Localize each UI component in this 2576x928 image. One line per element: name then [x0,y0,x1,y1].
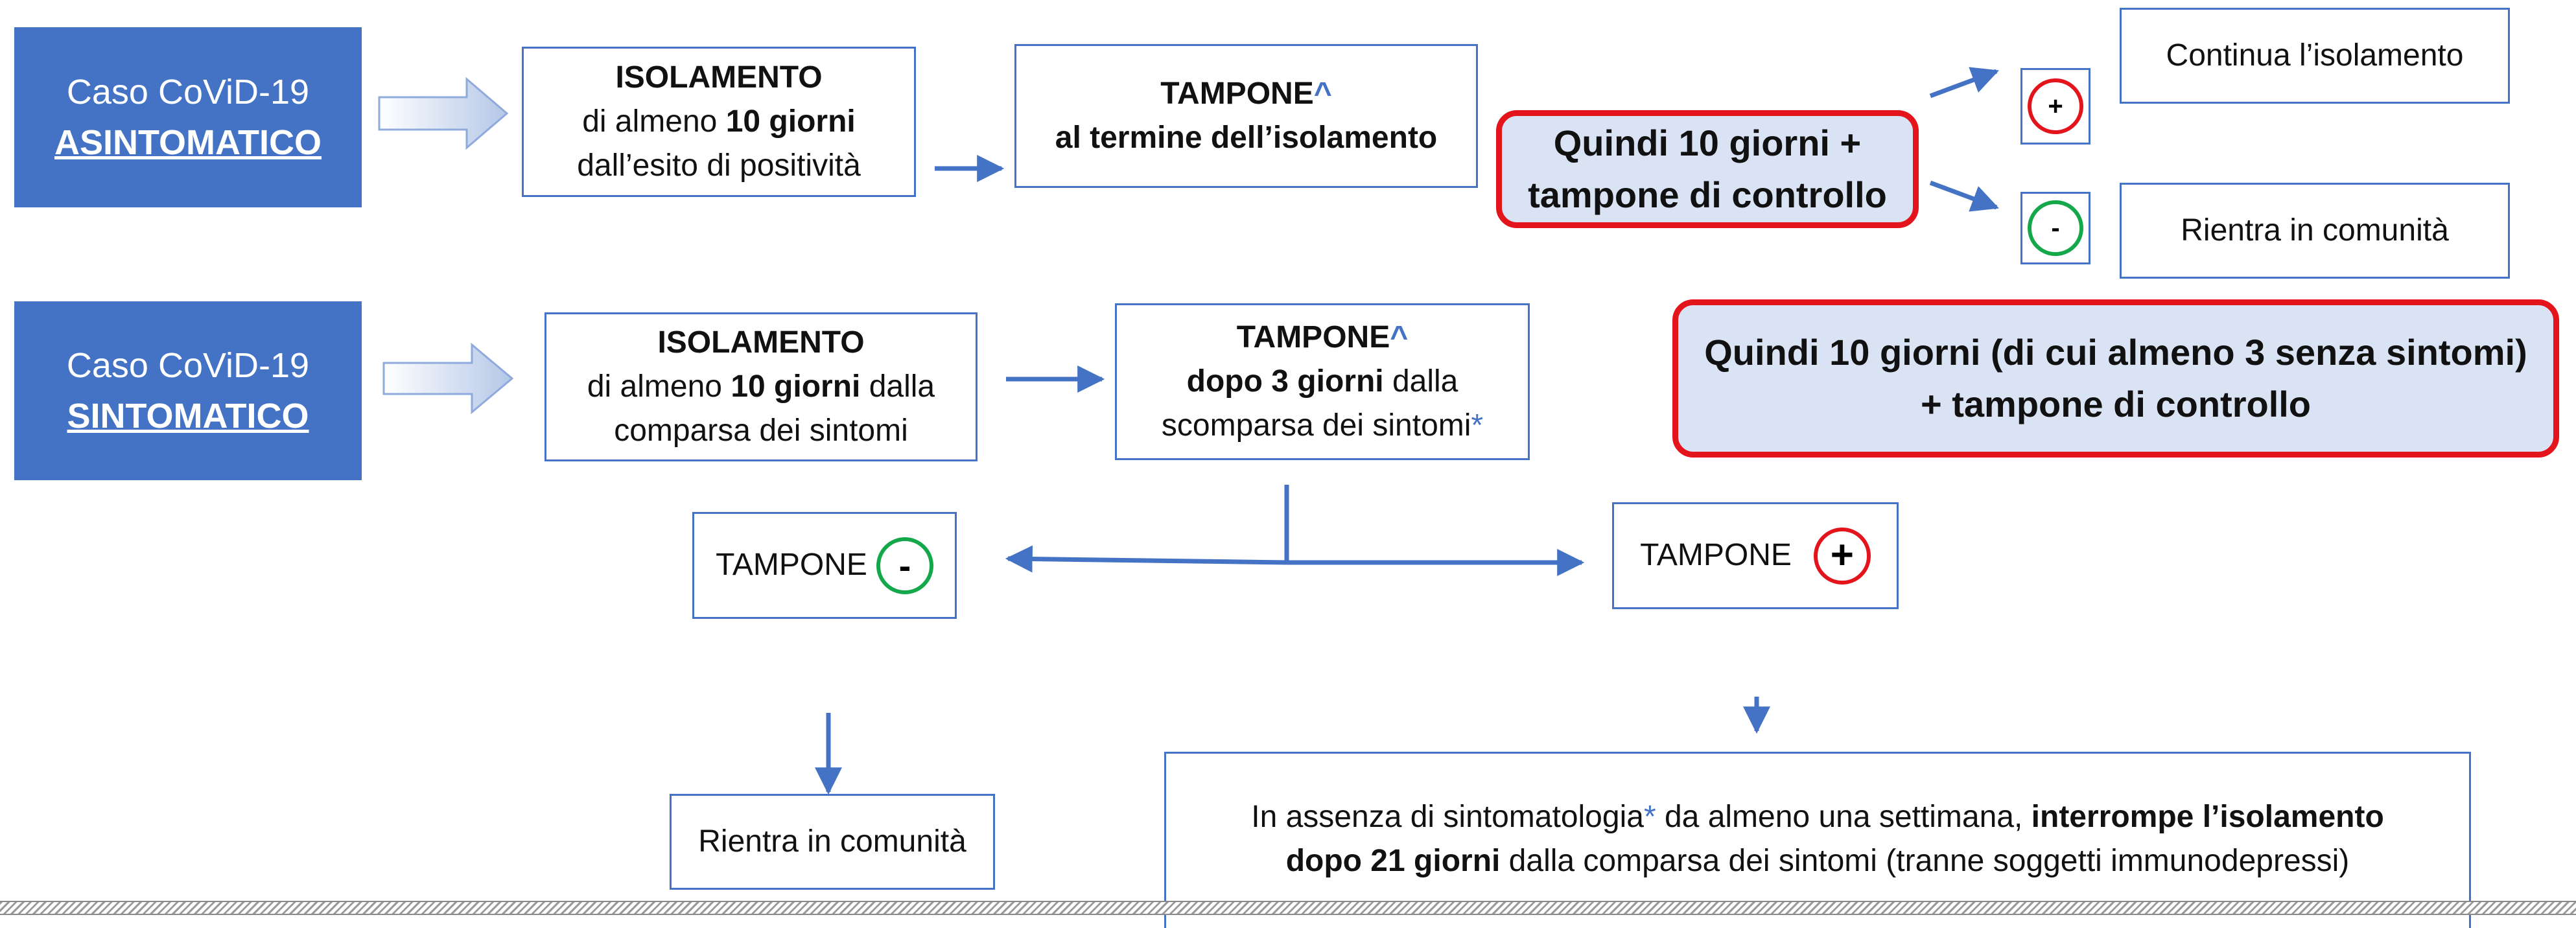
isolation-box-symptomatic: ISOLAMENTO di almeno 10 giorni dalla com… [544,312,978,461]
plus-sign: + [2048,91,2063,121]
summary-line1-sym: Quindi 10 giorni (di cui almeno 3 senza … [1704,332,2527,373]
negative-indicator: - [2020,192,2090,264]
isolation-text-pre: di almeno [582,104,726,139]
case-symptomatic: Caso CoViD-19 SINTOMATICO [14,301,362,480]
swab-title: TAMPONE [1160,76,1314,111]
result-return-community-asymptomatic: Rientra in comunità [2120,183,2510,279]
swab-title-sym: TAMPONE [1236,319,1390,354]
result-interrupt-isolation: In assenza di sintomatologia* da almeno … [1164,752,2471,928]
isolation-title-sym: ISOLAMENTO [657,325,865,360]
plus-sign: + [1830,533,1854,578]
swab-text: al termine dell’isolamento [1055,121,1438,155]
swab-positive-box: TAMPONE + [1612,502,1899,609]
branch-left [1005,545,1287,573]
swab-post-sym: dalla [1383,364,1458,399]
pos-result-asterisk: * [1643,800,1656,834]
pos-result-post: dalla comparsa dei sintomi (tranne sogge… [1500,844,2350,879]
hatched-separator [0,901,2576,915]
case-symptomatic-line1: Caso CoViD-19 [66,345,310,385]
pos-result-bold1: interrompe l’isolamento [2031,800,2384,834]
result-return-community-symptomatic: Rientra in comunità [670,794,995,890]
summary-note-asymptomatic: Quindi 10 giorni + tampone di controllo [1496,110,1919,228]
minus-circle-icon: - [876,537,933,594]
isolation-line3-sym: comparsa dei sintomi [614,413,908,448]
swab-caret: ^ [1313,76,1332,111]
swab-line3-sym: scomparsa dei sintomi [1161,408,1471,443]
result-continue-text: Continua l’isolamento [2166,38,2464,73]
minus-circle-icon: - [2028,200,2083,256]
swab-positive-label: TAMPONE [1640,538,1792,573]
swab-box-asymptomatic: TAMPONE^ al termine dell’isolamento [1014,44,1478,188]
block-arrow-asymptomatic [378,76,509,150]
isolation-pre-sym: di almeno [587,369,731,404]
pos-result-pre: In assenza di sintomatologia [1251,800,1644,834]
result-return-text: Rientra in comunità [2181,213,2449,248]
isolation-box-asymptomatic: ISOLAMENTO di almeno 10 giorni dall’esit… [522,47,916,197]
block-arrow-symptomatic [382,342,514,415]
swab-caret-sym: ^ [1390,319,1409,354]
minus-sign: - [2051,213,2060,242]
swab-negative-label: TAMPONE [716,548,867,583]
swab-days-sym: dopo 3 giorni [1186,364,1384,399]
swab-box-symptomatic: TAMPONE^ dopo 3 giorni dalla scomparsa d… [1115,303,1530,460]
minus-sign: - [898,544,911,586]
case-asymptomatic: Caso CoViD-19 ASINTOMATICO [14,27,362,207]
summary-line2: tampone di controllo [1528,174,1887,215]
result-return-text-sym: Rientra in comunità [698,824,966,859]
plus-circle-icon: + [1813,527,1871,585]
isolation-days: 10 giorni [725,104,856,139]
pos-result-bold2: dopo 21 giorni [1285,844,1501,879]
summary-line2-sym: + tampone di controllo [1920,384,2312,424]
summary-note-symptomatic: Quindi 10 giorni (di cui almeno 3 senza … [1672,299,2559,458]
case-symptomatic-line2: SINTOMATICO [67,397,309,435]
positive-indicator: + [2020,68,2090,145]
summary-line1: Quindi 10 giorni + [1553,122,1862,164]
case-asymptomatic-line1: Caso CoViD-19 [66,72,310,111]
plus-circle-icon: + [2028,78,2083,134]
arrow-to-negative [1929,180,1999,212]
swab-negative-box: TAMPONE - [692,512,957,619]
case-asymptomatic-line2: ASINTOMATICO [54,123,322,162]
result-continue-isolation: Continua l’isolamento [2120,8,2510,104]
isolation-days-sym: 10 giorni [731,369,861,404]
pos-result-mid: da almeno una settimana, [1656,800,2032,834]
arrow-to-positive [1929,67,1999,99]
isolation-text-line3: dall’esito di positività [577,148,861,183]
swab-asterisk-sym: * [1471,408,1484,443]
isolation-title: ISOLAMENTO [615,60,823,95]
isolation-post-sym: dalla [860,369,935,404]
